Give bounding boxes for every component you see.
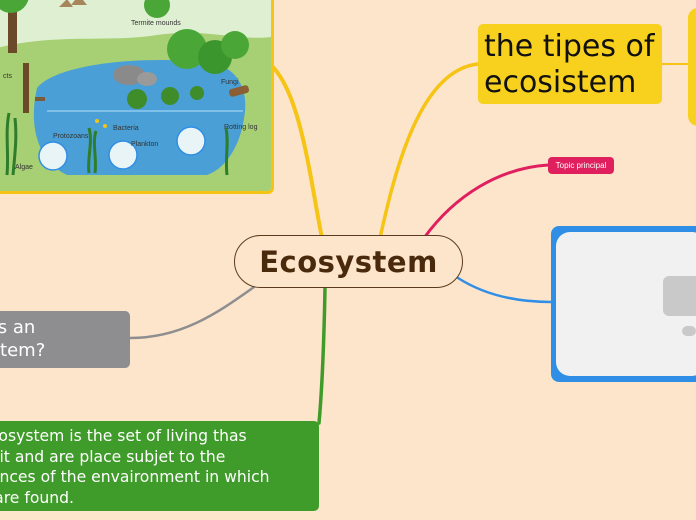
definition-line3: uences of the envaironment in which: [0, 468, 270, 486]
label-rotting-log: Rotting log: [224, 124, 258, 131]
central-topic-ecosystem[interactable]: Ecosystem: [234, 235, 463, 288]
connector-to-illustration: [262, 58, 324, 240]
topic-types-of-ecosystem[interactable]: the tipes of ecosistem: [478, 24, 662, 104]
types-title-line2: ecosistem: [484, 65, 637, 100]
connector-to-topic: [422, 163, 550, 240]
connector-to-definition: [317, 286, 327, 425]
image-placeholder-icon: [663, 276, 696, 316]
definition-line4: y are found.: [0, 488, 75, 507]
topic-what-is-an-ecosystem[interactable]: t is an ystem?: [0, 311, 130, 368]
ecosystem-illustration: Termite mounds Fungi cts Bacteria Protoz…: [0, 0, 274, 194]
topic-principal-node[interactable]: Topic principal: [548, 157, 614, 174]
topic-principal-label: Topic principal: [555, 161, 607, 170]
connector-to-types: [378, 62, 480, 240]
image-placeholder-dot-icon: [682, 326, 696, 336]
label-fungi: Fungi: [221, 79, 239, 86]
definition-line1: Ecosystem is the set of living thas: [0, 427, 247, 445]
ecosystem-illustration-art: [0, 0, 271, 191]
label-protozoans: Protozoans: [53, 133, 89, 140]
connector-to-blue-card: [456, 276, 553, 304]
what-line2: ystem?: [0, 340, 46, 361]
label-insects: cts: [3, 73, 12, 80]
central-topic-title: Ecosystem: [259, 244, 438, 279]
label-bacteria: Bacteria: [113, 125, 139, 132]
connector-to-what: [128, 285, 256, 340]
what-line1: t is an: [0, 317, 36, 338]
subtopic-yellow-card[interactable]: [688, 8, 696, 126]
definition-line2: abit and are place subjet to the: [0, 447, 226, 466]
label-plankton: Plankton: [131, 141, 159, 148]
label-algae: Algae: [15, 164, 33, 171]
label-termite-mounds: Termite mounds: [131, 20, 181, 27]
topic-definition[interactable]: Ecosystem is the set of living thas abit…: [0, 421, 319, 511]
types-title-line1: the tipes of: [484, 29, 655, 64]
